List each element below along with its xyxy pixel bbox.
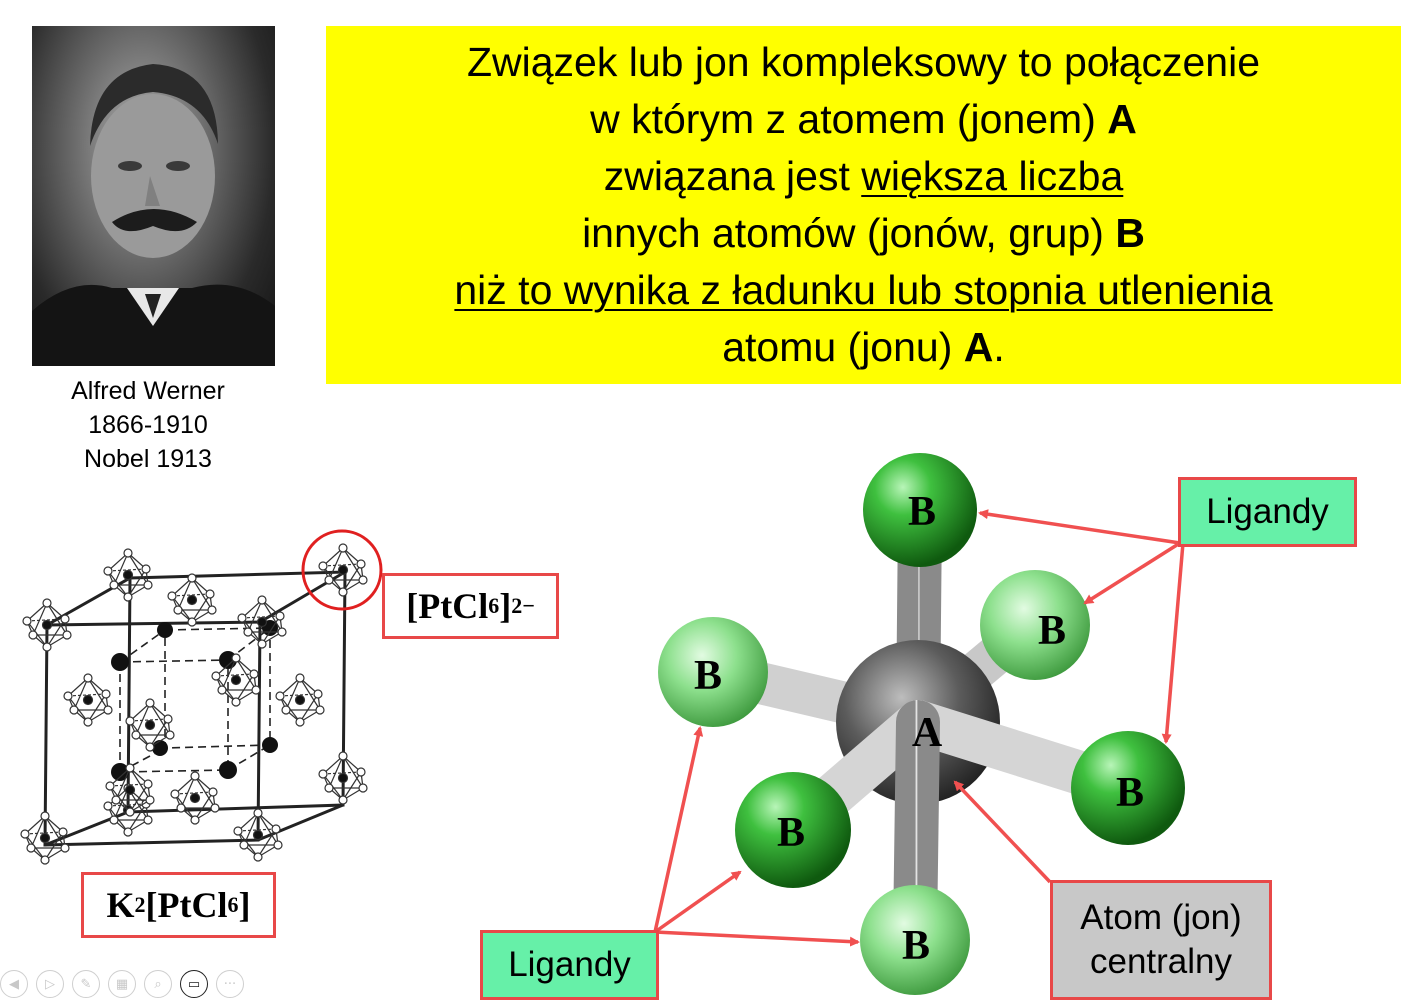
ptcl6-octahedron — [22, 598, 72, 652]
ligand-top — [863, 453, 977, 567]
ligand-label-back-right: B — [1038, 608, 1066, 654]
ptcl6-octahedron — [170, 771, 220, 825]
ptcl6-octahedron — [211, 653, 261, 707]
portrait-caption: Alfred Werner 1866-1910 Nobel 1913 — [32, 374, 264, 476]
pen-icon[interactable]: ✎ — [72, 970, 100, 998]
ptcl6-octahedron — [237, 595, 287, 649]
arrow-ligand-top — [978, 509, 1181, 545]
ptcl6-octahedron — [103, 548, 153, 602]
ligand-label-front-right: B — [1116, 770, 1144, 816]
arrow-ligand-front-right — [1161, 542, 1185, 744]
ligand-back-left — [658, 617, 768, 727]
definition-line-1: Związek lub jon kompleksowy to połączeni… — [466, 39, 1261, 85]
ptcl6-octahedron — [63, 673, 113, 727]
definition-line-5: niż to wynika z ładunku lub stopnia utle… — [454, 267, 1273, 313]
arrow-ligand-back-left — [653, 726, 704, 933]
caption-nobel: Nobel 1913 — [84, 445, 212, 473]
more-icon[interactable]: ··· — [216, 970, 244, 998]
definition-line-6: atomu (jonu) A. — [722, 324, 1005, 370]
ptcl6-octahedron — [167, 573, 217, 627]
ligand-label-front-left: B — [777, 810, 805, 856]
ligand-back-right — [980, 570, 1090, 680]
ptcl6-octahedron — [105, 763, 155, 817]
ptcl6-octahedron — [233, 808, 283, 862]
definition-line-4: innych atomów (jonów, grup) B — [582, 210, 1145, 256]
camera-icon[interactable]: ▭ — [180, 970, 208, 998]
caption-name: Alfred Werner — [71, 377, 225, 405]
arrow-ligand-back-right — [1083, 541, 1181, 605]
play-icon[interactable]: ▷ — [36, 970, 64, 998]
ligand-label-back-left: B — [694, 653, 722, 699]
definition-line-2: w którym z atomem (jonem) A — [590, 96, 1137, 142]
slideshow-toolbar: ◀ ▷ ✎ ▦ ⌕ ▭ ··· — [0, 970, 244, 1004]
arrow-central-atom — [953, 780, 1052, 884]
zoom-icon[interactable]: ⌕ — [144, 970, 172, 998]
ptcl6-octahedron — [125, 698, 175, 752]
central-atom-label: A — [912, 710, 943, 756]
ligands-label-bottom: Ligandy — [480, 930, 659, 1000]
ligand-label-bottom: B — [902, 923, 930, 969]
definition-line-3: związana jest większa liczba — [603, 153, 1124, 199]
arrow-ligand-front-left — [653, 870, 742, 934]
ptcl6-octahedron — [275, 673, 325, 727]
ligand-bottom — [860, 885, 970, 995]
arrow-ligand-bottom — [654, 930, 860, 947]
central-atom-label-box: Atom (jon) centralny — [1050, 880, 1272, 1000]
portrait-photo — [32, 26, 275, 366]
ligand-front-left — [735, 772, 851, 888]
caption-years: 1866-1910 — [88, 411, 208, 439]
ligand-front-right — [1071, 731, 1185, 845]
back-icon[interactable]: ◀ — [0, 970, 28, 998]
ptcl6-octahedron — [20, 811, 70, 865]
ligands-label-top: Ligandy — [1178, 477, 1357, 547]
ptcl6-octahedron — [318, 751, 368, 805]
ptcl6-octahedron — [318, 543, 368, 597]
ligand-label-top: B — [908, 489, 936, 535]
definition-box: Związek lub jon kompleksowy to połączeni… — [326, 26, 1401, 384]
slides-icon[interactable]: ▦ — [108, 970, 136, 998]
